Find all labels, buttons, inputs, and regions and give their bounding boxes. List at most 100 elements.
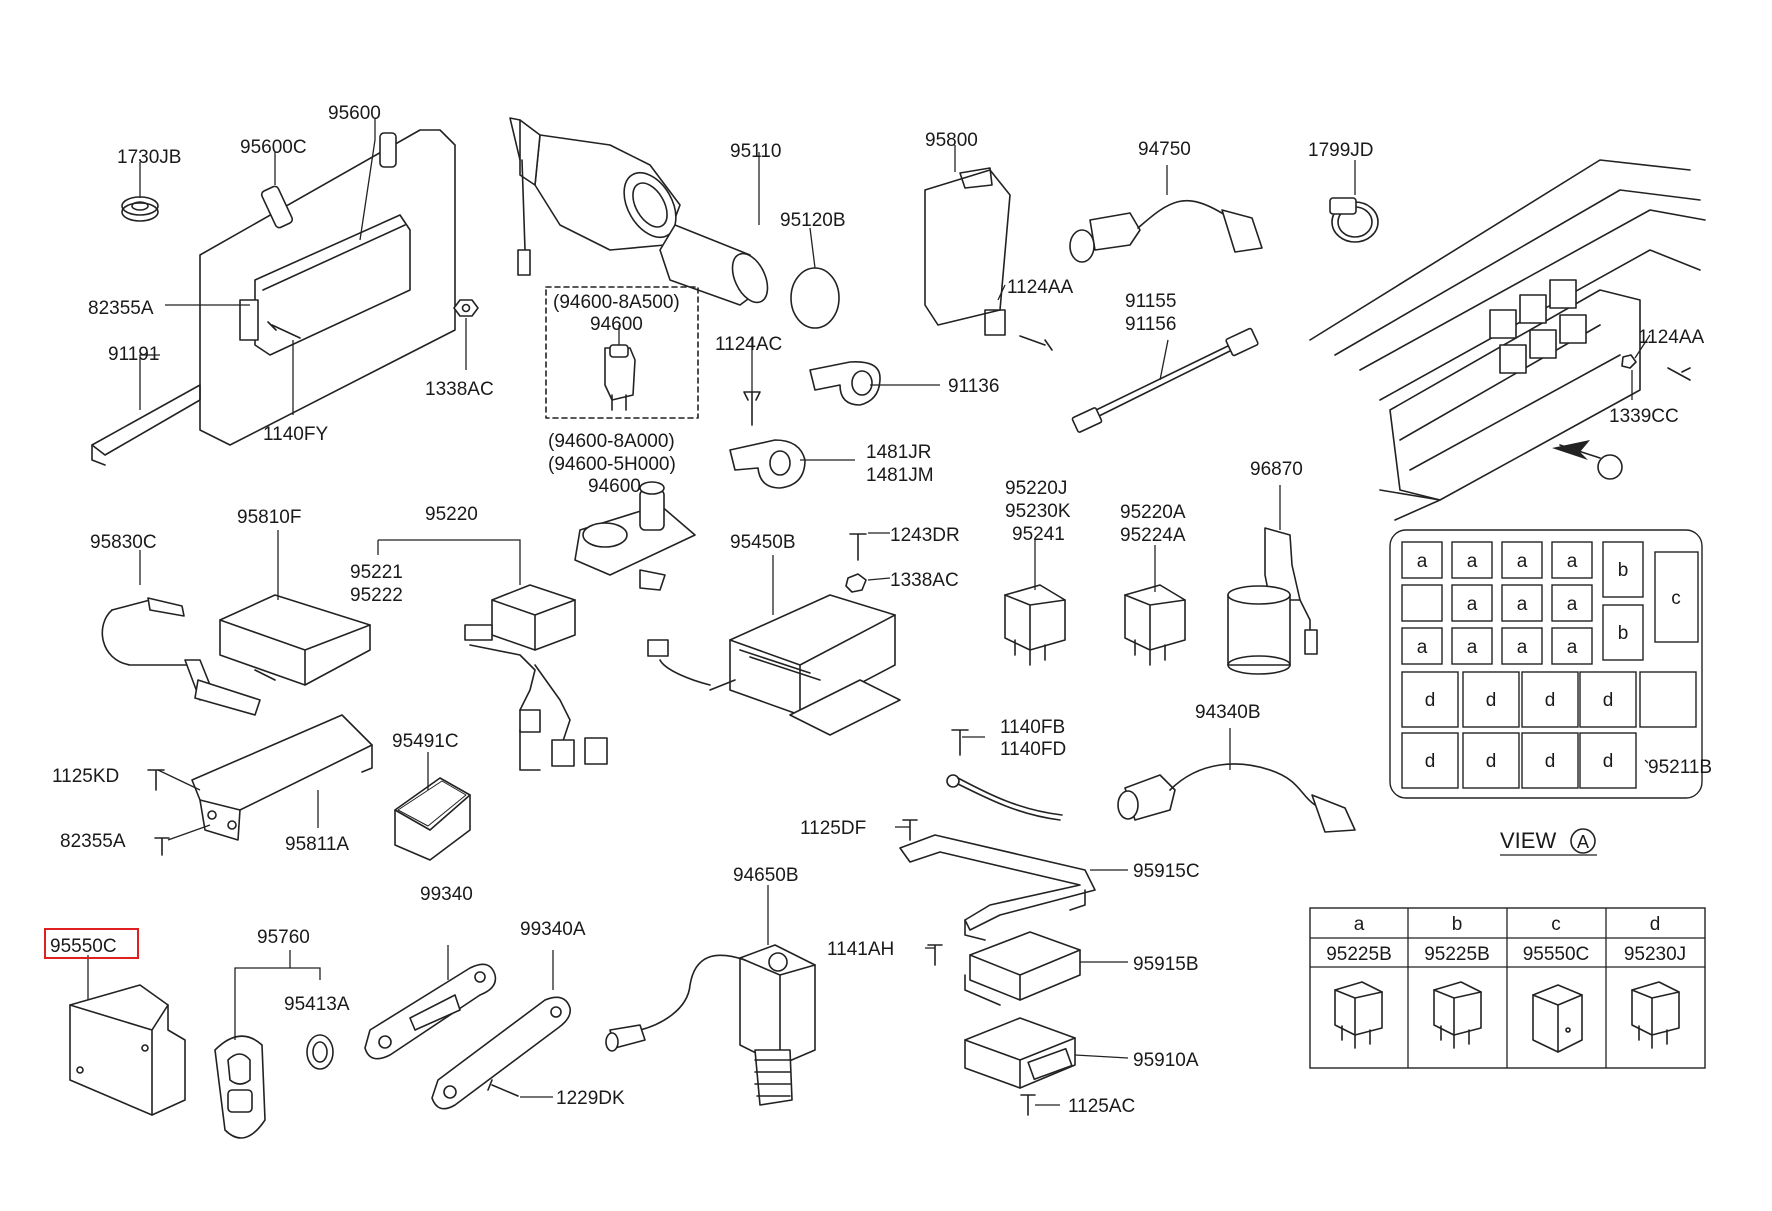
part-label-1140FY[interactable]: 1140FY [263, 424, 328, 445]
battery-95413A [306, 1034, 334, 1070]
ground-strap-1140FB [946, 774, 1063, 821]
relay-95220J [1004, 584, 1066, 666]
part-label-1141AH[interactable]: 1141AH [827, 939, 894, 960]
part-label-95550C[interactable]: 95550C [50, 936, 117, 957]
grommet-1730JB [121, 196, 159, 222]
relay-95220A [1124, 584, 1186, 666]
part-label-91136[interactable]: 91136 [948, 376, 999, 397]
legend-header-d: d [1650, 914, 1661, 935]
antenna-cable-95830C [101, 597, 261, 716]
part-label-94750[interactable]: 94750 [1138, 139, 1191, 160]
part-label-94600-8A000[interactable]: (94600-8A000) [548, 431, 675, 452]
part-label-95760[interactable]: 95760 [257, 927, 310, 948]
part-label-95811A[interactable]: 95811A [285, 834, 349, 855]
part-label-94600-b[interactable]: 94600 [588, 476, 641, 497]
legend-part-d: 95230J [1624, 944, 1686, 965]
part-label-95830C[interactable]: 95830C [90, 532, 157, 553]
screw-1124AC [743, 391, 761, 426]
part-label-95810F[interactable]: 95810F [237, 507, 301, 528]
part-label-94650B[interactable]: 94650B [733, 865, 799, 886]
part-label-99340[interactable]: 99340 [420, 884, 473, 905]
part-label-94600-a[interactable]: 94600 [590, 314, 643, 335]
part-label-1730JB[interactable]: 1730JB [117, 147, 181, 168]
part-label-1124AA[interactable]: 1124AA [1007, 277, 1074, 298]
part-label-91156[interactable]: 91156 [1125, 314, 1176, 335]
clip-1481JR [729, 439, 806, 489]
part-label-1339CC[interactable]: 1339CC [1609, 406, 1679, 427]
part-label-95221[interactable]: 95221 [350, 562, 403, 583]
part-label-95450B[interactable]: 95450B [730, 532, 796, 553]
part-label-1338AC[interactable]: 1338AC [425, 379, 494, 400]
part-label-1799JD[interactable]: 1799JD [1308, 140, 1374, 161]
part-label-1140FD[interactable]: 1140FD [1000, 739, 1066, 760]
switch-94600-small [604, 344, 636, 411]
part-label-95220A[interactable]: 95220A [1120, 502, 1186, 523]
part-label-1338AC-mid[interactable]: 1338AC [890, 570, 959, 591]
module-95550C [69, 984, 186, 1116]
part-label-1125AC[interactable]: 1125AC [1068, 1096, 1135, 1117]
part-label-95491C[interactable]: 95491C [392, 731, 459, 752]
part-label-1125DF[interactable]: 1125DF [800, 818, 866, 839]
nut-1338AC [453, 299, 479, 317]
part-label-94340B[interactable]: 94340B [1195, 702, 1261, 723]
part-label-1125KD[interactable]: 1125KD [52, 766, 119, 787]
part-label-1124AC[interactable]: 1124AC [715, 334, 782, 355]
legend-header-a: a [1354, 914, 1365, 935]
part-label-95915B[interactable]: 95915B [1133, 954, 1199, 975]
screw-1140FY [267, 321, 301, 339]
part-label-91191[interactable]: 91191 [108, 344, 159, 365]
part-label-95220[interactable]: 95220 [425, 504, 478, 525]
part-label-95910A[interactable]: 95910A [1133, 1050, 1199, 1071]
part-label-94600-8A500[interactable]: (94600-8A500) [553, 292, 680, 313]
airbag-module-95910A [964, 1017, 1076, 1089]
bracket-95915C [899, 834, 1096, 941]
part-label-82355A[interactable]: 82355A [88, 298, 154, 319]
part-label-91155[interactable]: 91155 [1125, 291, 1176, 312]
nut-1338AC-mid [845, 573, 867, 593]
grid-cell: d [1603, 751, 1614, 772]
part-label-1481JR[interactable]: 1481JR [866, 442, 932, 463]
part-label-95600[interactable]: 95600 [328, 103, 381, 124]
part-label-94600-5H000[interactable]: (94600-5H000) [548, 454, 676, 475]
part-label-95110[interactable]: 95110 [730, 141, 781, 162]
screw-1229DK [487, 1079, 519, 1097]
part-label-99340A[interactable]: 99340A [520, 919, 586, 940]
part-label-95230K[interactable]: 95230K [1005, 501, 1071, 522]
part-label-95211B[interactable]: 95211B [1648, 757, 1712, 778]
part-label-95915C[interactable]: 95915C [1133, 861, 1200, 882]
grid-cell: a [1417, 637, 1428, 658]
part-label-95600C[interactable]: 95600C [240, 137, 307, 158]
part-label-95241[interactable]: 95241 [1012, 524, 1065, 545]
grid-cell: a [1517, 594, 1528, 615]
part-label-1124AA-right[interactable]: 1124AA [1638, 327, 1705, 348]
part-label-95222[interactable]: 95222 [350, 585, 403, 606]
legend-relay-icons [1334, 981, 1680, 1053]
part-label-95800[interactable]: 95800 [925, 130, 978, 151]
part-label-1243DR[interactable]: 1243DR [890, 525, 960, 546]
part-label-1481JM[interactable]: 1481JM [866, 465, 934, 486]
part-label-1140FB[interactable]: 1140FB [1000, 717, 1065, 738]
relay-icon-d [1631, 981, 1680, 1049]
bolt-1124AA [1019, 335, 1053, 351]
grid-cell: b [1618, 623, 1629, 644]
screw-1125DF [902, 819, 918, 841]
ecu-bracket-assembly [91, 129, 456, 466]
part-label-95224A[interactable]: 95224A [1120, 525, 1186, 546]
clip-91136 [809, 361, 881, 406]
part-label-96870[interactable]: 96870 [1250, 459, 1303, 480]
relay-icon-a [1334, 981, 1383, 1049]
grid-cell: a [1467, 637, 1478, 658]
pad-95491C [394, 777, 471, 861]
grid-cell: a [1467, 594, 1478, 615]
part-label-95413A[interactable]: 95413A [284, 994, 350, 1015]
part-label-95120B[interactable]: 95120B [780, 210, 846, 231]
part-label-82355A-bot[interactable]: 82355A [60, 831, 126, 852]
grid-cell: a [1567, 594, 1578, 615]
part-label-1229DK[interactable]: 1229DK [556, 1088, 625, 1109]
part-label-95220J[interactable]: 95220J [1005, 478, 1067, 499]
module-95915B [964, 931, 1081, 1006]
legend-header-b: b [1452, 914, 1463, 935]
relay-icon-b [1433, 981, 1482, 1049]
key-blank-99340A [431, 996, 572, 1110]
grid-cell: d [1545, 690, 1556, 711]
